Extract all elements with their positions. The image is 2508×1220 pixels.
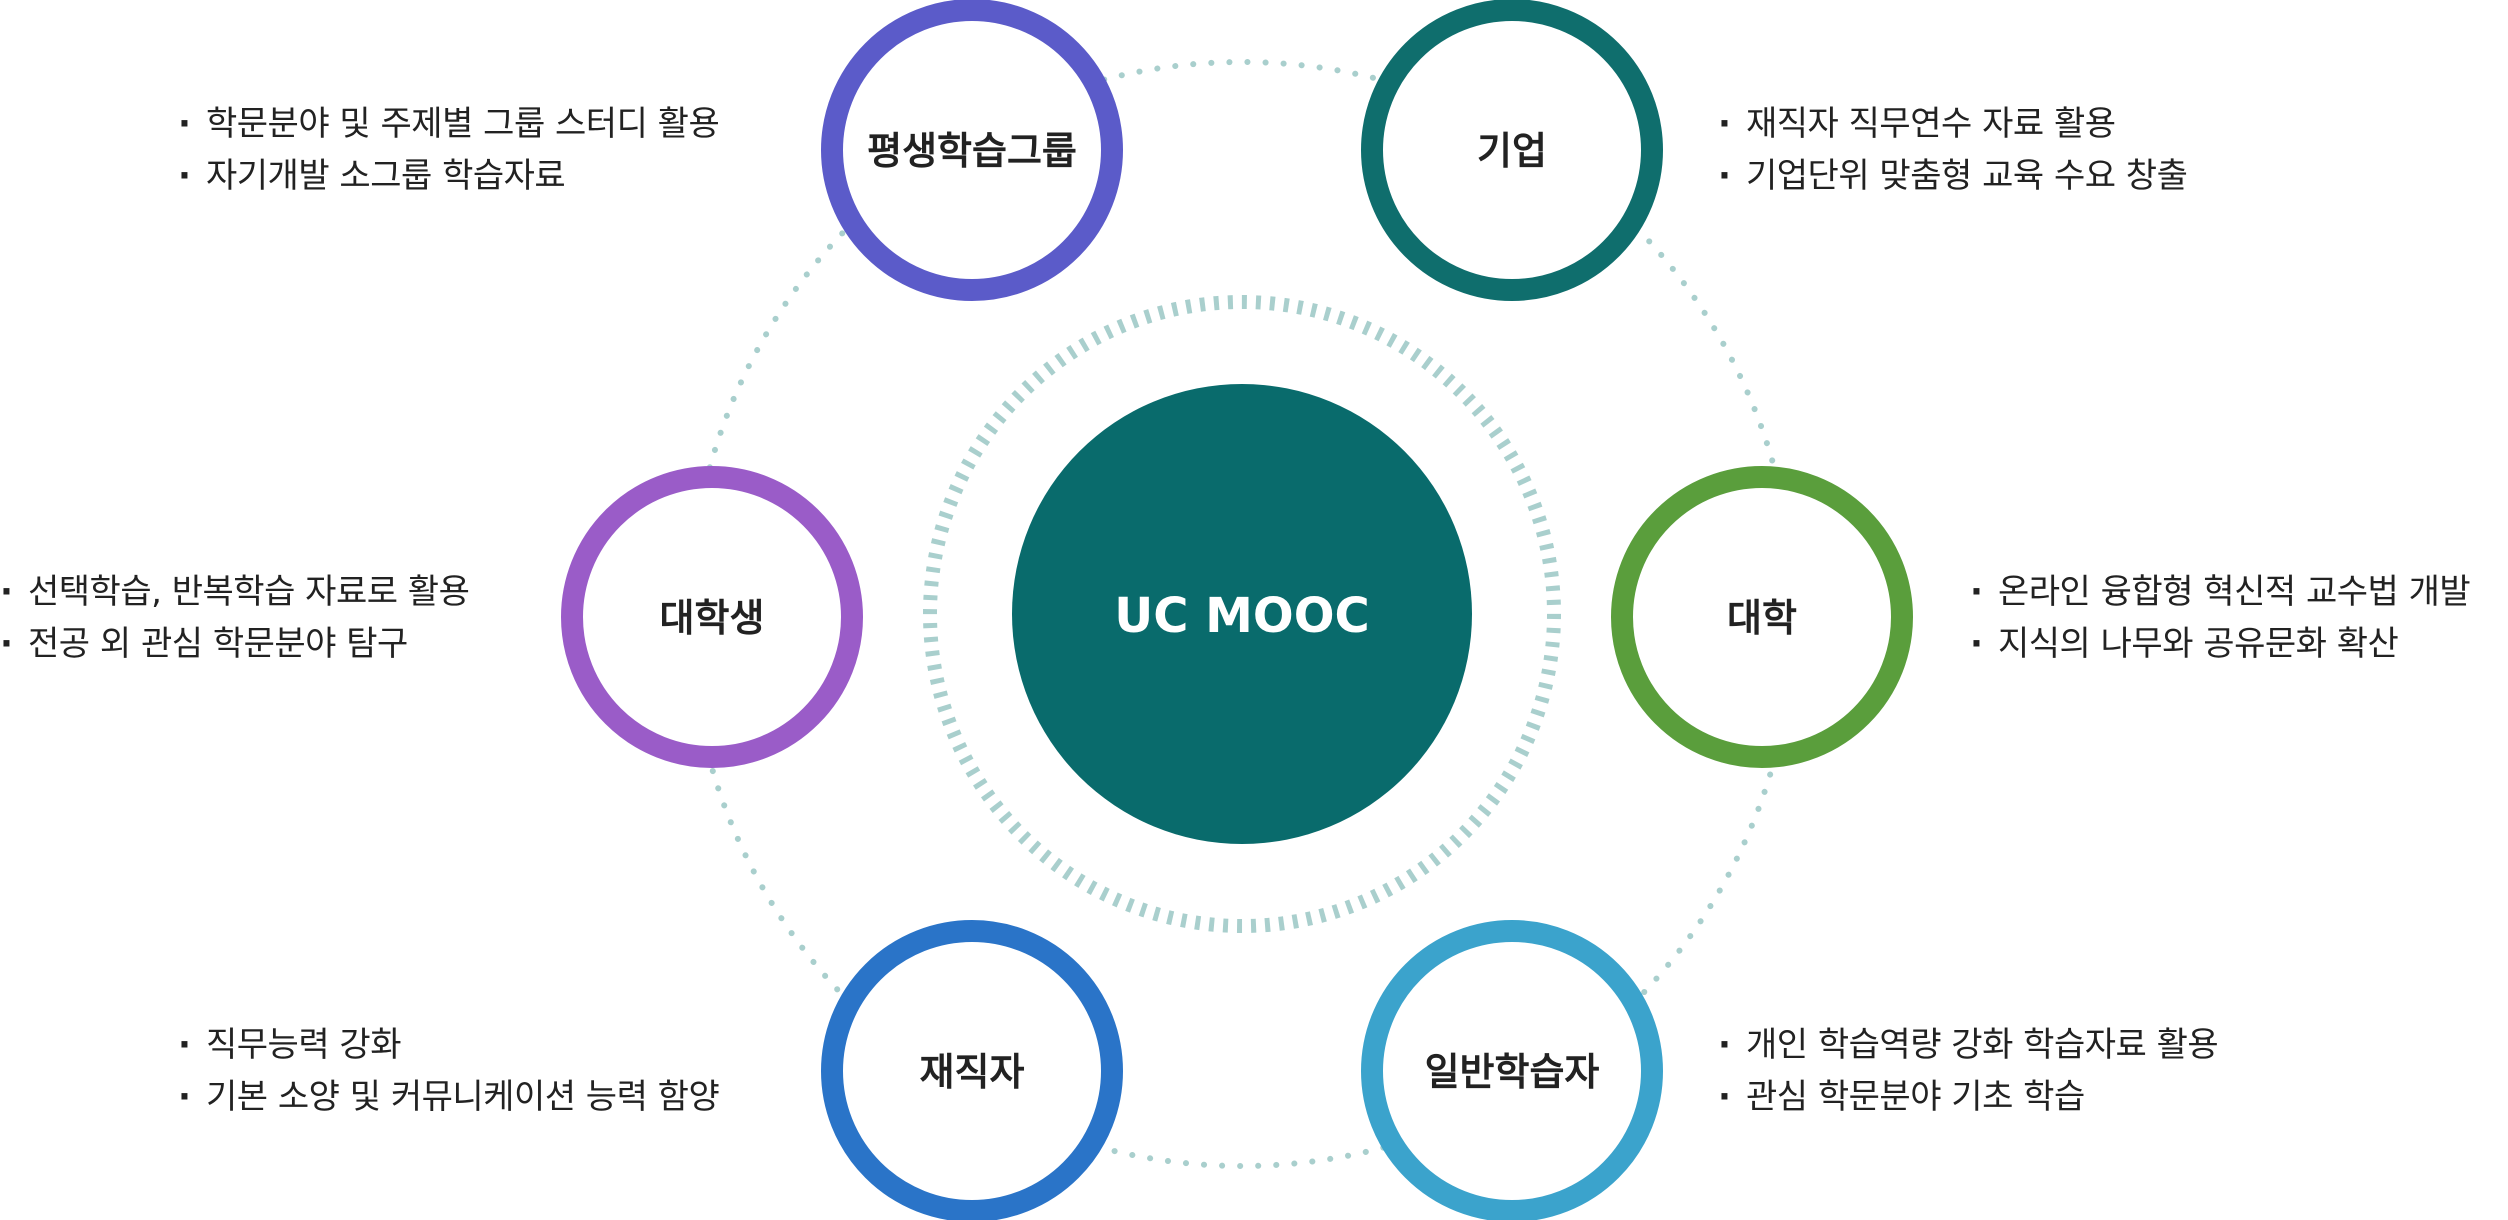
node-university: 대학 bbox=[1611, 466, 1913, 768]
desc-line: 선택학습, 반복학습 자료로 활용 bbox=[0, 566, 470, 618]
desc-worker: 직무능력 강화 기본 소양 및 커뮤니케이션 능력 함양 bbox=[178, 1019, 720, 1123]
desc-line: 온라인 융합형 혁신적 교수법 개발 bbox=[1970, 566, 2471, 618]
node-ring bbox=[561, 466, 863, 768]
node-ring bbox=[1361, 0, 1663, 301]
node-label: 재직자 bbox=[920, 1050, 1025, 1094]
node-label: 기업 bbox=[1477, 129, 1547, 173]
center-label: UC MOOC bbox=[1114, 588, 1370, 644]
desc-line: 기본 소양 및 커뮤니케이션 능력 함양 bbox=[178, 1071, 720, 1123]
node-ring bbox=[821, 920, 1123, 1220]
desc-line: 관심 학문분야 기초 학습 bbox=[1718, 1071, 2218, 1123]
desc-line: 재직자 직무연수 자료 활용 bbox=[1718, 98, 2187, 150]
node-ring bbox=[821, 0, 1123, 301]
inner-dashed-ring bbox=[923, 295, 1561, 933]
node-ring bbox=[1361, 920, 1663, 1220]
node-worker: 재직자 bbox=[821, 920, 1123, 1220]
desc-line: 지식의 나무와 공유문화 확산 bbox=[1970, 618, 2470, 670]
node-general-learner: 일반학습자 bbox=[1361, 920, 1663, 1220]
desc-line: 직무능력 강화 bbox=[178, 1019, 719, 1071]
node-label: 평생학습그룹 bbox=[867, 129, 1077, 173]
desc-general-learner: 개인 학습역량 강화 학습자료 활용 관심 학문분야 기초 학습 bbox=[1718, 1019, 2219, 1123]
node-college-student: 대학생 bbox=[561, 466, 863, 768]
desc-college-student: 선택학습, 반복학습 자료로 활용 전공 외 관심 학문분야 탐구 bbox=[0, 566, 470, 670]
center-circle bbox=[1012, 384, 1472, 844]
node-label: 대학 bbox=[1727, 596, 1797, 640]
desc-line: 자기개발 소그룹 학습자료 bbox=[178, 150, 719, 202]
desc-line: 학문분야 및 주제별 그룹 스터디 활용 bbox=[178, 98, 720, 150]
node-label: 대학생 bbox=[660, 596, 765, 640]
node-company: 기업 bbox=[1361, 0, 1663, 301]
desc-company: 재직자 직무연수 자료 활용 기업단위 맞춤형 교육 수요 창출 bbox=[1718, 98, 2188, 202]
desc-line: 전공 외 관심 학문분야 탐구 bbox=[0, 618, 469, 670]
desc-line: 기업단위 맞춤형 교육 수요 창출 bbox=[1718, 150, 2188, 202]
node-ring bbox=[1611, 466, 1913, 768]
desc-line: 개인 학습역량 강화 학습자료 활용 bbox=[1718, 1019, 2219, 1071]
desc-university: 온라인 융합형 혁신적 교수법 개발 지식의 나무와 공유문화 확산 bbox=[1970, 566, 2471, 670]
node-label: 일반학습자 bbox=[1425, 1050, 1600, 1094]
node-lifelong-group: 평생학습그룹 bbox=[821, 0, 1123, 301]
desc-lifelong-group: 학문분야 및 주제별 그룹 스터디 활용 자기개발 소그룹 학습자료 bbox=[178, 98, 720, 202]
